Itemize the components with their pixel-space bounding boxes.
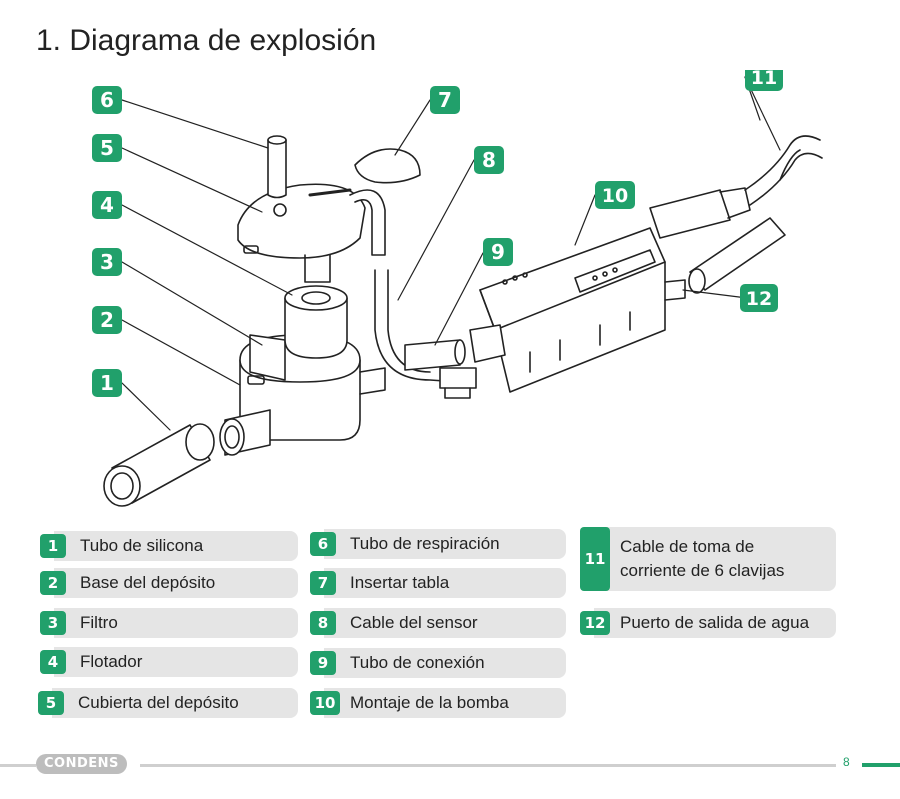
badge-3: 3 (92, 248, 122, 276)
svg-text:6: 6 (100, 88, 114, 112)
legend-label: Filtro (80, 613, 118, 632)
svg-text:5: 5 (100, 136, 114, 160)
badge-2: 2 (92, 306, 122, 334)
svg-text:7: 7 (438, 88, 452, 112)
legend-number: 1 (40, 534, 66, 558)
legend-item-1: 1 Tubo de silicona (40, 531, 298, 561)
badge-7: 7 (430, 86, 460, 114)
legend-number: 3 (40, 611, 66, 635)
legend-label: Base del depósito (80, 573, 216, 592)
legend-number: 4 (40, 650, 66, 674)
legend-item-6: 6 Tubo de respiración (310, 529, 566, 559)
legend-item-7: 7 Insertar tabla (310, 568, 566, 598)
sensor-cable-part (374, 269, 477, 399)
legend-label: Tubo de respiración (350, 534, 500, 553)
legend-item-10: 10 Montaje de la bomba (310, 688, 566, 718)
legend-item-2: 2 Base del depósito (40, 568, 298, 598)
footer-divider (140, 764, 836, 767)
legend-item-8: 8 Cable del sensor (310, 608, 566, 638)
page-accent-bar (862, 763, 900, 767)
legend-label: Puerto de salida de agua (620, 613, 810, 632)
float-part (284, 285, 348, 359)
diagram-badges: 6 5 4 3 2 1 7 8 9 10 11 12 (92, 70, 783, 397)
legend-label: Flotador (80, 652, 143, 671)
svg-text:3: 3 (100, 250, 114, 274)
badge-10: 10 (595, 181, 635, 209)
badge-6: 6 (92, 86, 122, 114)
legend-label: Insertar tabla (350, 573, 450, 592)
footer-divider-left (0, 764, 36, 767)
legend-number: 9 (310, 651, 336, 675)
legend-label: Cubierta del depósito (78, 693, 239, 712)
legend-item-9: 9 Tubo de conexión (310, 648, 566, 678)
page-number: 8 (843, 755, 850, 769)
pump-assembly-part (469, 227, 666, 393)
legend-number: 8 (310, 611, 336, 635)
badge-11: 11 (745, 70, 783, 91)
legend-label: Montaje de la bomba (350, 693, 509, 712)
legend-number: 10 (310, 691, 340, 715)
svg-text:12: 12 (746, 288, 772, 310)
svg-text:1: 1 (100, 371, 114, 395)
badge-4: 4 (92, 191, 122, 219)
svg-text:9: 9 (491, 240, 505, 264)
legend-number: 11 (580, 527, 610, 591)
svg-text:2: 2 (100, 308, 114, 332)
legend-item-3: 3 Filtro (40, 608, 298, 638)
badge-9: 9 (483, 238, 513, 266)
svg-text:8: 8 (482, 148, 496, 172)
connection-tube-part (404, 339, 466, 371)
insert-board-part (354, 148, 421, 184)
legend-label: Cable del sensor (350, 613, 478, 632)
power-cable-part (649, 135, 823, 239)
legend-item-4: 4 Flotador (40, 647, 298, 677)
water-outlet-part (664, 279, 686, 301)
filter-part (249, 334, 286, 381)
legend-number: 7 (310, 571, 336, 595)
legend-number: 6 (310, 532, 336, 556)
legend-label: Tubo de silicona (80, 536, 204, 555)
exploded-diagram: 6 5 4 3 2 1 7 8 9 10 11 12 (92, 70, 823, 507)
badge-1: 1 (92, 369, 122, 397)
svg-text:4: 4 (100, 193, 114, 217)
badge-12: 12 (740, 284, 778, 312)
brand-logo: CONDENS (36, 754, 127, 774)
legend-label: Cable de toma de corriente de 6 clavijas (620, 537, 785, 580)
legend-number: 2 (40, 571, 66, 595)
badge-5: 5 (92, 134, 122, 162)
legend-number: 12 (580, 611, 610, 635)
svg-text:10: 10 (602, 185, 628, 207)
legend-item-11: 11 Cable de toma de corriente de 6 clavi… (580, 527, 836, 591)
legend-number: 5 (38, 691, 64, 715)
tank-cover-part (237, 183, 366, 283)
legend-label: Tubo de conexión (350, 653, 485, 672)
legend-item-5: 5 Cubierta del depósito (38, 688, 298, 718)
legend-item-12: 12 Puerto de salida de agua (580, 608, 836, 638)
svg-text:11: 11 (751, 70, 777, 89)
silicone-tube-part (103, 423, 215, 507)
page-title: 1. Diagrama de explosión (36, 24, 377, 57)
breathing-tube-part (267, 135, 287, 199)
badge-8: 8 (474, 146, 504, 174)
